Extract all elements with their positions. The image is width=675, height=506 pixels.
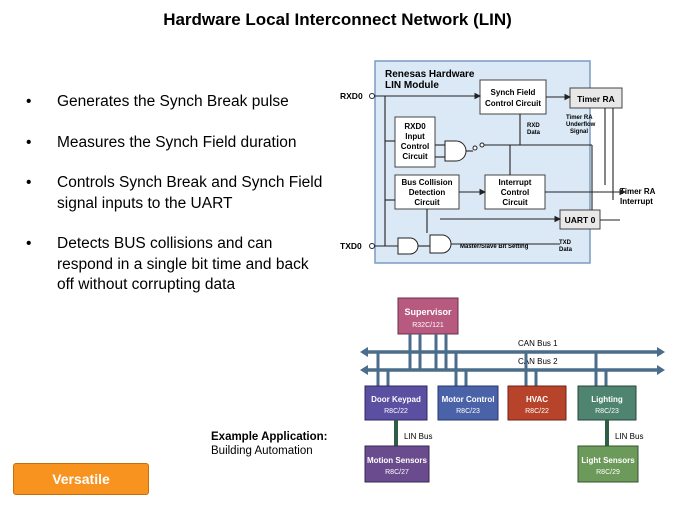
interrupt-label-3: Circuit	[502, 198, 528, 207]
txd0-label: TXD0	[340, 241, 362, 251]
node-lighting-label: Lighting	[591, 395, 623, 404]
txd-data-label: TXD	[559, 240, 572, 246]
node-hvac-label: HVAC	[526, 395, 548, 404]
bus-collision-block	[394, 174, 460, 210]
arrow-left-icon	[360, 347, 368, 357]
synch-field-block	[479, 79, 547, 115]
interrupt-label: Interrupt	[499, 178, 532, 187]
can-bus-2-label: CAN Bus 2	[518, 357, 558, 366]
and-gate-icon	[429, 234, 452, 254]
master-slave-label: Master/Slave Bit Setting	[460, 244, 529, 250]
node-motor-control-chip: R8C/23	[456, 408, 480, 415]
txd-data-label-2: Data	[559, 247, 573, 253]
feature-text: Detects BUS collisions and can respond i…	[57, 235, 309, 293]
rxd-data-label: RXD	[527, 123, 540, 129]
rxd0-input-label-2: Input	[405, 132, 425, 141]
node-motor-control	[437, 385, 499, 421]
feature-item: • Generates the Synch Break pulse	[26, 92, 326, 113]
node-hvac-chip: R8C/22	[525, 408, 549, 415]
and-gate-icon	[444, 140, 467, 162]
can-network-diagram: Supervisor R32C/121 CAN Bus 1 CAN Bus 2 …	[360, 297, 665, 483]
node-lighting	[577, 385, 637, 421]
node-hvac	[507, 385, 567, 421]
node-light-sensors-chip: R8C/29	[596, 469, 620, 476]
lin-bus-right-label: LIN Bus	[615, 432, 643, 441]
example-application: Example Application: Building Automation	[211, 430, 328, 458]
node-door-keypad-chip: R8C/22	[384, 408, 408, 415]
interrupt-control-block	[484, 174, 546, 210]
node-motion-sensors	[364, 445, 430, 483]
feature-text: Measures the Synch Field duration	[57, 133, 297, 151]
node-motion-sensors-chip: R8C/27	[385, 469, 409, 476]
supervisor-chip-label: R32C/121	[412, 322, 444, 329]
txd0-pin	[369, 243, 375, 249]
can-bus-1-label: CAN Bus 1	[518, 339, 558, 348]
node-door-keypad	[364, 385, 428, 421]
feature-list: • Generates the Synch Break pulse • Measur…	[26, 92, 326, 316]
rxd0-input-label-3: Control	[401, 142, 429, 151]
node-door-keypad-label: Door Keypad	[371, 395, 421, 404]
bullet-icon: •	[26, 133, 32, 151]
example-title: Example Application:	[211, 431, 328, 443]
underflow-label-2: Underflow	[566, 122, 596, 128]
feature-item: • Detects BUS collisions and can respond …	[26, 234, 326, 296]
rxd0-input-label-4: Circuit	[402, 152, 428, 161]
node-motion-sensors-label: Motion Sensors	[367, 456, 428, 465]
timer-ra-interrupt-label: Timer RA	[620, 187, 656, 196]
feature-item: • Measures the Synch Field duration	[26, 133, 326, 154]
feature-item: • Controls Synch Break and Synch Field si…	[26, 173, 326, 214]
arrow-left-icon	[360, 365, 368, 375]
bullet-icon: •	[26, 174, 32, 191]
bus-collision-label-2: Detection	[409, 188, 446, 197]
bullet-icon: •	[26, 235, 32, 252]
lin-bus-left-label: LIN Bus	[404, 432, 432, 441]
example-text: Building Automation	[211, 445, 313, 457]
switch-node-icon	[472, 145, 478, 151]
bullet-icon: •	[26, 93, 32, 110]
rxd-data-label-2: Data	[527, 130, 541, 136]
node-lighting-chip: R8C/23	[595, 408, 619, 415]
underflow-label: Timer RA	[566, 115, 593, 121]
bus-collision-label-3: Circuit	[414, 198, 440, 207]
timer-ra-interrupt-label-2: Interrupt	[620, 197, 653, 206]
node-motor-control-label: Motor Control	[442, 395, 495, 404]
lin-module-title: Renesas Hardware	[385, 69, 475, 80]
synch-field-label: Synch Field	[491, 88, 536, 97]
lin-module-diagram: Renesas Hardware LIN Module RXD0 TXD0 Sy…	[340, 60, 656, 264]
uart0-label: UART 0	[565, 215, 596, 225]
arrow-right-icon	[657, 365, 665, 375]
switch-node-icon	[479, 142, 485, 148]
rxd0-pin	[369, 93, 375, 99]
buffer-gate-icon	[397, 237, 419, 255]
interrupt-label-2: Control	[501, 188, 529, 197]
rxd0-input-block	[394, 116, 436, 168]
synch-field-label-2: Control Circuit	[485, 99, 541, 108]
feature-text: Controls Synch Break and Synch Field sig…	[57, 174, 323, 212]
supervisor-node	[397, 297, 459, 335]
supervisor-label: Supervisor	[404, 307, 452, 317]
versatile-button[interactable]: Versatile	[13, 463, 149, 495]
feature-text: Generates the Synch Break pulse	[57, 93, 289, 110]
bus-collision-label: Bus Collision	[401, 178, 452, 187]
arrow-right-icon	[657, 347, 665, 357]
rxd0-label: RXD0	[340, 91, 363, 101]
slide-title: Hardware Local Interconnect Network (LIN…	[163, 10, 512, 29]
node-light-sensors	[577, 445, 639, 483]
node-light-sensors-label: Light Sensors	[581, 456, 635, 465]
rxd0-input-label: RXD0	[404, 122, 426, 131]
lin-module-title-2: LIN Module	[385, 80, 439, 91]
underflow-label-3: Signal	[570, 129, 588, 135]
timer-ra-label: Timer RA	[577, 94, 615, 104]
